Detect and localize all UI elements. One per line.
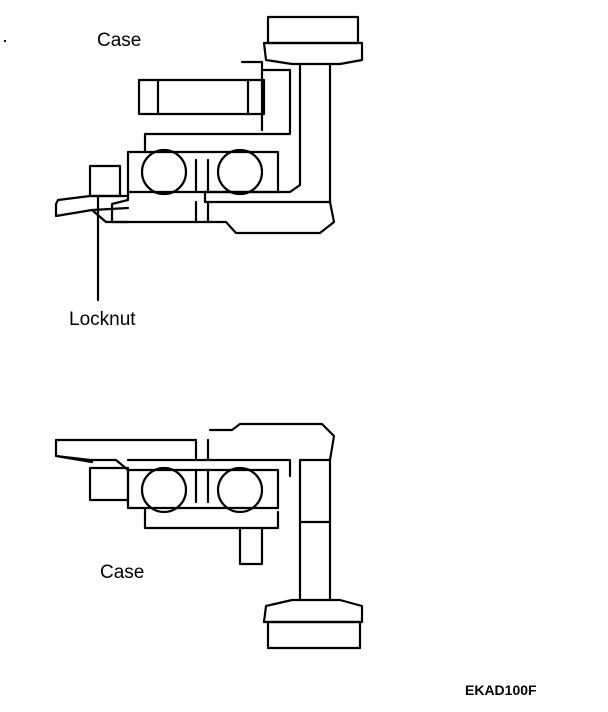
top-bracket	[143, 60, 292, 154]
bottom-locknut	[88, 466, 130, 502]
top-assembly	[54, 15, 364, 302]
top-sleeve	[137, 78, 266, 116]
top-shaft-tip	[54, 194, 130, 224]
bottom-carrier	[126, 468, 280, 510]
bottom-housing-top	[208, 422, 336, 482]
bottom-ball-divider	[194, 468, 210, 504]
top-carrier	[126, 150, 280, 194]
top-cap-flange	[262, 41, 364, 66]
bottom-bracket	[143, 506, 280, 566]
bottom-assembly	[54, 422, 364, 650]
label-locknut: Locknut	[69, 309, 136, 330]
bottom-cap	[266, 620, 362, 650]
bottom-ball-right	[216, 466, 264, 514]
top-ball-left	[140, 148, 188, 196]
bottom-plate	[126, 458, 292, 478]
label-case-top: Case	[97, 30, 142, 51]
label-case-bottom: Case	[100, 562, 145, 583]
figure-code: EKAD100F	[465, 682, 537, 698]
bottom-ball-left	[140, 466, 188, 514]
top-ball-divider	[194, 158, 210, 194]
top-locknut	[88, 164, 122, 198]
top-cap	[266, 15, 360, 45]
scan-speck	[4, 40, 6, 42]
top-ball-right	[216, 148, 264, 196]
top-plate	[110, 190, 198, 224]
bottom-shaft-tip	[54, 438, 198, 472]
bottom-cap-flange	[262, 598, 364, 624]
